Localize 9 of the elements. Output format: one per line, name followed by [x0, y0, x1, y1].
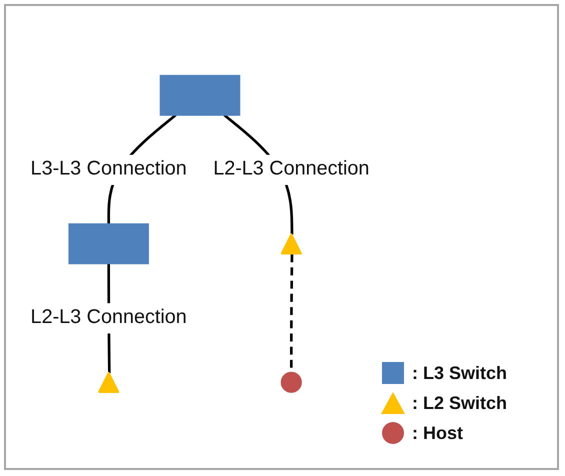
node-circle: [280, 372, 302, 393]
legend-text: : Host: [412, 422, 463, 444]
node-box: [68, 223, 149, 264]
edge-label: L2-L3 Connection: [213, 157, 370, 180]
edge-label: L2-L3 Connection: [30, 306, 187, 328]
node-box: [160, 75, 240, 116]
legend-text: : L2 Switch: [412, 392, 508, 414]
legend-text: : L3 Switch: [412, 362, 508, 384]
edge-label: L3-L3 Connection: [30, 157, 187, 180]
